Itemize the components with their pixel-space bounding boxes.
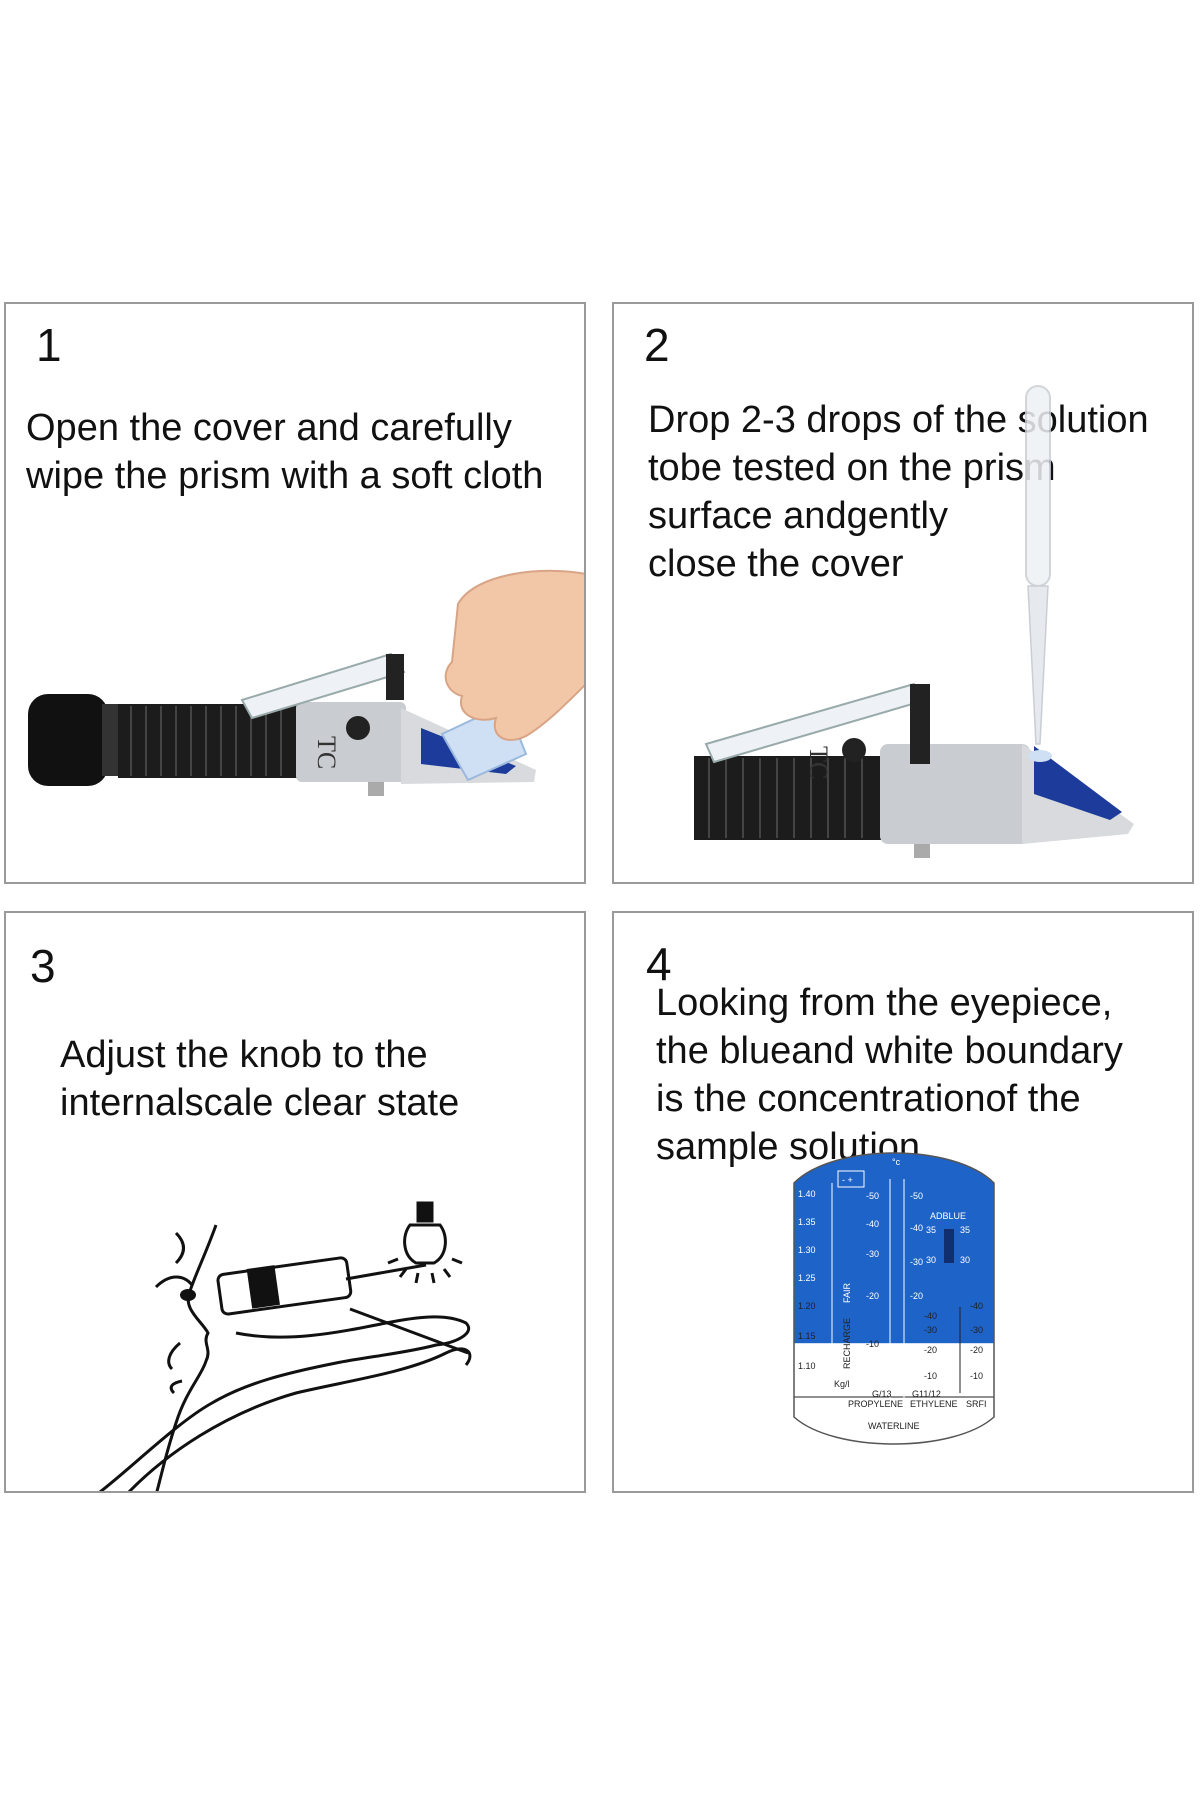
- ethylene-tick: -30: [910, 1257, 923, 1267]
- step-1-panel: 1 Open the cover and carefully wipe the …: [4, 302, 586, 884]
- step-number: 4: [646, 938, 672, 990]
- adblue-tick: 35: [960, 1225, 970, 1235]
- ethylene-lower-tick: -10: [924, 1371, 937, 1381]
- step-number: 3: [30, 940, 56, 992]
- body: [880, 744, 1030, 844]
- person-looking-through-refractometer-illustration: [98, 1201, 472, 1491]
- minus-plus-label: - +: [842, 1175, 853, 1185]
- knob-icon: [346, 716, 370, 740]
- propylene-tick: -50: [866, 1191, 879, 1201]
- density-tick: 1.40: [798, 1189, 816, 1199]
- scale-unit: °c: [892, 1157, 901, 1167]
- grip: [118, 704, 298, 778]
- step-4-panel: 4 Looking from the eyepiece, the blueand…: [612, 911, 1194, 1493]
- g1112-label: G11/12: [912, 1389, 941, 1399]
- recharge-label: RECHARGE: [842, 1318, 852, 1369]
- waterline-label: WATERLINE: [868, 1421, 920, 1431]
- eye: [180, 1289, 196, 1301]
- adblue-tick: 30: [926, 1255, 936, 1265]
- ethylene-lower-tick: -40: [924, 1311, 937, 1321]
- hand: [444, 569, 584, 741]
- srfi-tick: -20: [970, 1345, 983, 1355]
- grip: [694, 756, 884, 840]
- scale-outline: [793, 1152, 995, 1445]
- step-text: Drop 2-3 drops of the solution tobe test…: [648, 399, 1149, 585]
- step-number: 2: [644, 319, 670, 371]
- propylene-tick: -20: [866, 1291, 879, 1301]
- knob-icon: [842, 738, 866, 762]
- density-tick: 1.20: [798, 1301, 816, 1311]
- density-tick: 1.35: [798, 1217, 816, 1227]
- refractometer-with-cloth-illustration: TC: [28, 569, 584, 796]
- adblue-tick: 30: [960, 1255, 970, 1265]
- step-3-panel: 3 Adjust the knob to the internalscale c…: [4, 911, 586, 1493]
- adblue-label: ADBLUE: [930, 1211, 966, 1221]
- step-text: Open the cover and carefully wipe the pr…: [26, 407, 544, 497]
- tc-label: TC: [312, 736, 341, 769]
- density-tick: 1.30: [798, 1245, 816, 1255]
- g13-label: G/13: [872, 1389, 892, 1399]
- srfi-label: SRFI: [966, 1399, 987, 1409]
- refractometer-outline: [216, 1256, 353, 1316]
- density-tick: 1.25: [798, 1273, 816, 1283]
- density-tick: 1.10: [798, 1361, 816, 1371]
- face-outline: [155, 1224, 218, 1491]
- fair-label: FAIR: [842, 1282, 852, 1303]
- body: [296, 702, 406, 782]
- step-number: 1: [36, 319, 62, 371]
- density-unit: Kg/l: [834, 1379, 850, 1389]
- adblue-tick: 35: [926, 1225, 936, 1235]
- ethylene-label: ETHYLENE: [910, 1399, 958, 1409]
- srfi-tick: -40: [970, 1301, 983, 1311]
- propylene-tick: -10: [866, 1339, 879, 1349]
- eyepiece-scale-diagram: °c - + 1.40 1.35 1.30 1.25 1.20 1.15 1.1…: [793, 1152, 995, 1445]
- step-2-panel: 2 Drop 2-3 drops of the solution tobe te…: [612, 302, 1194, 884]
- ethylene-lower-tick: -30: [924, 1325, 937, 1335]
- light-bulb-icon: [387, 1201, 463, 1284]
- propylene-tick: -30: [866, 1249, 879, 1259]
- step-text: Adjust the knob to the internalscale cle…: [60, 1034, 460, 1124]
- prism: [1034, 746, 1122, 820]
- srfi-tick: -30: [970, 1325, 983, 1335]
- drop: [1028, 750, 1052, 762]
- propylene-tick: -40: [866, 1219, 879, 1229]
- ethylene-tick: -20: [910, 1291, 923, 1301]
- density-tick: 1.15: [798, 1331, 816, 1341]
- hand-outline: [98, 1315, 470, 1491]
- eyepiece: [28, 694, 108, 786]
- ethylene-tick: -40: [910, 1223, 923, 1233]
- step-text: Looking from the eyepiece, the blueand w…: [656, 982, 1123, 1168]
- srfi-tick: -10: [970, 1371, 983, 1381]
- pipette: [1025, 385, 1051, 587]
- ethylene-lower-tick: -20: [924, 1345, 937, 1355]
- tc-label: TC: [804, 746, 833, 779]
- blue-field: [794, 1153, 994, 1344]
- pipette-tip: [1027, 585, 1049, 745]
- propylene-label: PROPYLENE: [848, 1399, 903, 1409]
- ethylene-tick: -50: [910, 1191, 923, 1201]
- refractometer-with-pipette-illustration: TC: [694, 385, 1134, 858]
